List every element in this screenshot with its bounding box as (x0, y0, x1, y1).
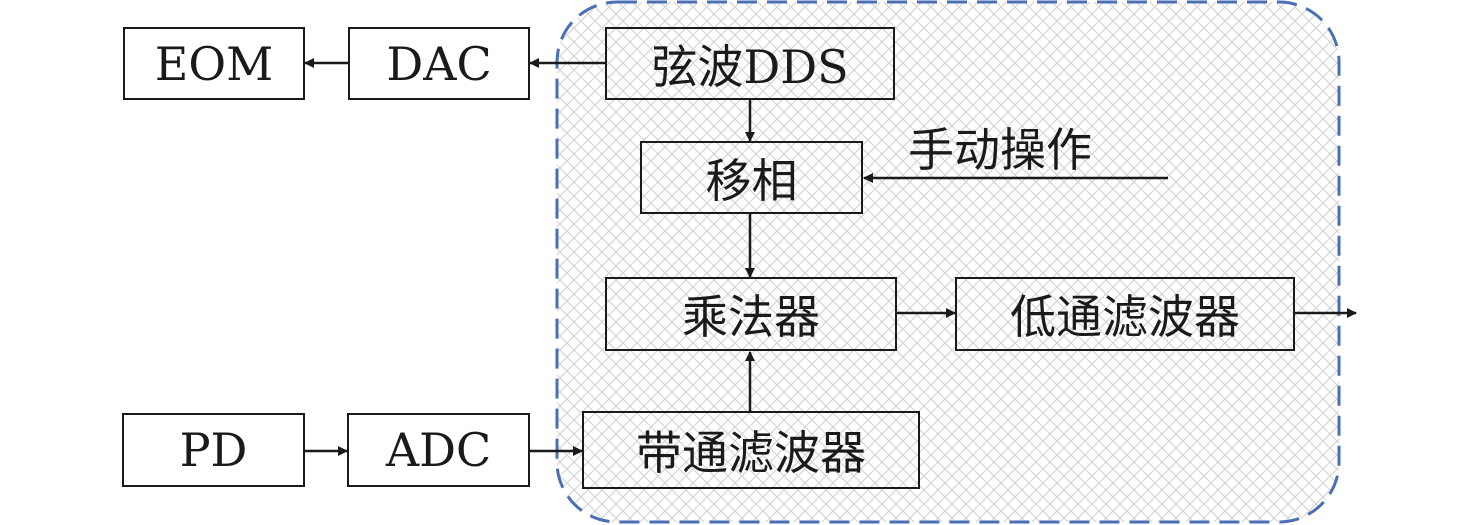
manual-operation-label: 手动操作 (908, 123, 1092, 177)
dac-block: DAC (348, 27, 530, 100)
multiplier-block: 乘法器 (605, 277, 897, 351)
eom-block: EOM (123, 27, 305, 100)
adc-block: ADC (347, 413, 530, 487)
pd-block: PD (122, 413, 305, 487)
phase-shift-block: 移相 (640, 141, 863, 214)
sine-dds-block: 弦波DDS (605, 27, 895, 100)
bandpass-filter-block: 带通滤波器 (582, 411, 920, 489)
lowpass-filter-block: 低通滤波器 (955, 277, 1295, 351)
